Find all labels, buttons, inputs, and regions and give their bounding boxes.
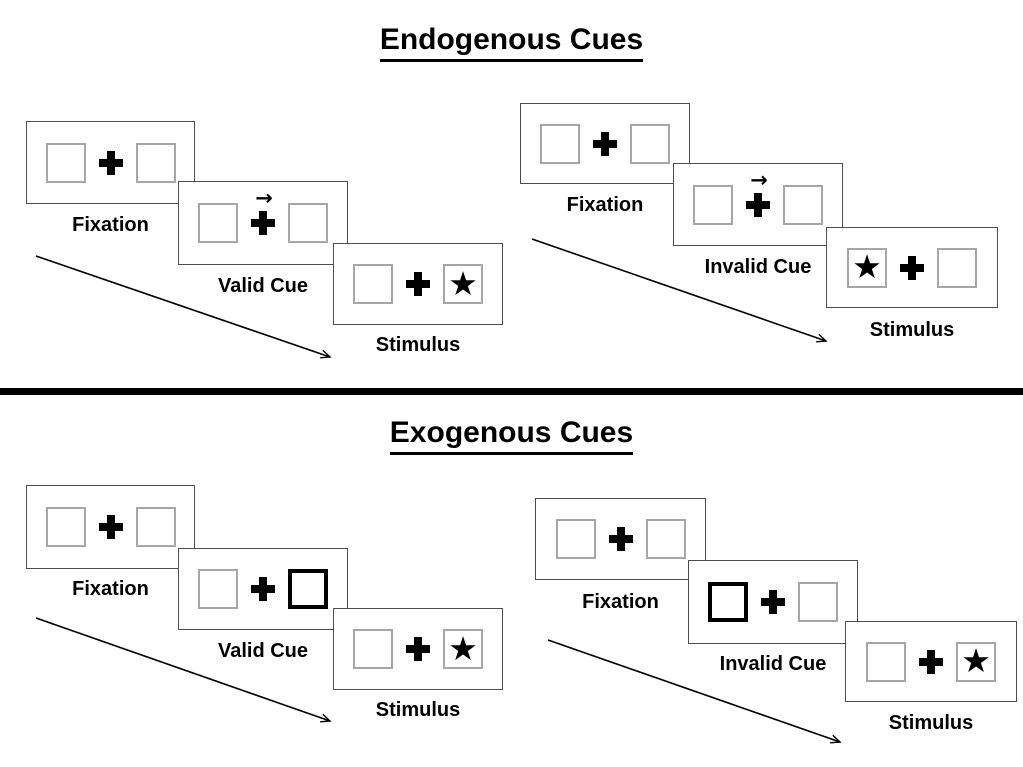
section-title-text: Endogenous Cues (379, 23, 644, 62)
fixation-cross-icon (900, 255, 924, 280)
star-stimulus-icon: ★ (448, 628, 478, 668)
timeline-arrow-exogenous-valid (35, 617, 332, 723)
left-box (45, 142, 86, 183)
section-title-endogenous: Endogenous Cues (0, 23, 1023, 62)
fixation-cross-icon (98, 515, 123, 539)
panel-endogenous-valid-stimulus: ★ (333, 243, 503, 325)
fixation-cross-icon (251, 577, 275, 601)
panel-endogenous-invalid-fixation (520, 103, 690, 184)
panel-label: Stimulus (869, 319, 955, 341)
right-box: ★ (443, 629, 483, 669)
panel-label: Fixation (72, 214, 149, 236)
panel-label: Valid Cue (217, 640, 309, 662)
panel-exogenous-invalid-cue (688, 560, 858, 644)
right-box: ★ (956, 641, 996, 682)
left-box (353, 629, 393, 669)
right-box (135, 142, 176, 183)
left-box: ★ (847, 247, 887, 288)
fixation-cross-icon (919, 649, 943, 674)
panel-label: Stimulus (375, 334, 461, 356)
star-stimulus-icon: ★ (961, 641, 991, 680)
section-title-exogenous: Exogenous Cues (0, 416, 1023, 455)
fixation-cross-icon (406, 272, 430, 296)
section-divider (0, 388, 1023, 395)
timeline-arrow-endogenous-valid (35, 255, 332, 359)
right-box: ★ (443, 264, 483, 304)
timeline-arrow-exogenous-invalid (547, 639, 842, 744)
section-title-text: Exogenous Cues (389, 416, 634, 455)
fixation-cross-icon: → (251, 188, 275, 235)
fixation-cross-icon: → (746, 169, 770, 217)
right-box (645, 519, 686, 559)
star-stimulus-icon: ★ (852, 247, 882, 286)
left-box (353, 264, 393, 304)
fixation-cross-icon (98, 150, 123, 175)
star-stimulus-icon: ★ (448, 263, 478, 303)
panel-exogenous-invalid-stimulus: ★ (845, 621, 1017, 702)
panel-endogenous-valid-cue: → (178, 181, 348, 265)
panel-label: Fixation (566, 194, 644, 216)
right-box-cue-highlight (288, 569, 328, 609)
fixation-cross-icon (761, 590, 785, 614)
right-box (937, 247, 977, 288)
panel-label: Invalid Cue (719, 653, 827, 675)
left-box (693, 184, 733, 225)
panel-exogenous-valid-stimulus: ★ (333, 608, 503, 690)
right-box (630, 123, 670, 164)
right-box (798, 582, 838, 622)
left-box (866, 641, 906, 682)
panel-label: Fixation (72, 578, 149, 600)
panel-label: Fixation (582, 591, 659, 613)
panel-endogenous-invalid-stimulus: ★ (826, 227, 998, 308)
timeline-arrow-endogenous-invalid (531, 238, 828, 343)
left-box-cue-highlight (708, 582, 748, 622)
left-box (555, 519, 596, 559)
panel-label: Invalid Cue (704, 256, 812, 278)
right-box (288, 203, 328, 243)
fixation-cross-icon (608, 527, 633, 551)
left-box (198, 203, 238, 243)
panel-endogenous-invalid-cue: → (673, 163, 843, 246)
panel-endogenous-valid-fixation (26, 121, 195, 204)
right-box (135, 507, 176, 547)
right-box (783, 184, 823, 225)
left-box (198, 569, 238, 609)
panel-exogenous-valid-fixation (26, 485, 195, 569)
fixation-cross-icon (593, 131, 617, 156)
left-box (540, 123, 580, 164)
cue-arrow-icon: → (750, 167, 768, 192)
left-box (45, 507, 86, 547)
panel-exogenous-valid-cue (178, 548, 348, 630)
panel-exogenous-invalid-fixation (535, 498, 706, 580)
panel-label: Valid Cue (217, 275, 309, 297)
fixation-cross-icon (406, 637, 430, 661)
cue-arrow-icon: → (255, 186, 273, 210)
panel-label: Stimulus (888, 712, 974, 734)
panel-label: Stimulus (375, 699, 461, 721)
